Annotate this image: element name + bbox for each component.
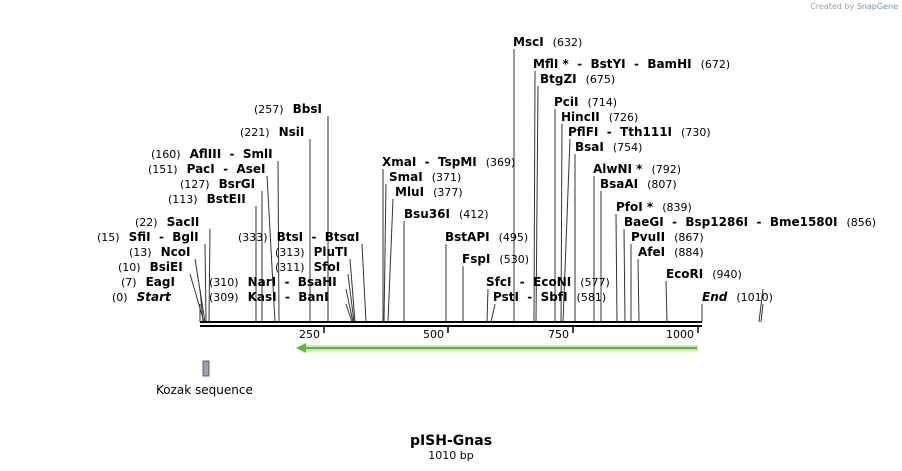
site-label-pflfi-tth111i: PflFI - Tth111I(730) xyxy=(568,125,711,139)
site-label-bsu36i: Bsu36I(412) xyxy=(404,207,489,221)
site-label-sfci-econi: SfcI - EcoNI(577) xyxy=(486,275,610,289)
tick-label: 750 xyxy=(548,328,569,341)
snapgene-credit: Created by SnapGene xyxy=(810,2,898,11)
site-label-bstapi: BstAPI(495) xyxy=(445,230,528,244)
plasmid-name: pISH-Gnas xyxy=(410,433,492,449)
site-label-fspi: FspI(530) xyxy=(462,252,529,266)
site-label-nsii: (221)NsiI xyxy=(240,125,304,139)
site-label-afei: AfeI(884) xyxy=(638,245,704,259)
site-label-baegi-bsp1286i-bme1580i: BaeGI - Bsp1286I - Bme1580I(856) xyxy=(624,215,876,229)
left-site-labels: (0)Start (7)EagI (10)BsiEI (13)NcoI (15)… xyxy=(97,102,360,304)
site-label-afliii-smli: (160)AflIII - SmlI xyxy=(151,147,273,161)
site-connectors xyxy=(189,49,764,323)
site-label-start: (0)Start xyxy=(112,290,172,304)
site-label-pcii: PciI(714) xyxy=(554,95,617,109)
site-label-hincii: HincII(726) xyxy=(561,110,638,124)
site-label-sacii: (22)SacII xyxy=(135,215,199,229)
site-label-mfli-bstyi-bamhi: MflI * - BstYI - BamHI(672) xyxy=(533,57,730,71)
tick-label: 250 xyxy=(299,328,320,341)
axis-ticks xyxy=(323,326,699,333)
site-label-end: End(1010) xyxy=(702,290,773,304)
tick-label: 1000 xyxy=(666,328,694,341)
site-label-sfoi: (311)SfoI xyxy=(275,260,340,274)
site-label-eagi: (7)EagI xyxy=(121,275,175,289)
site-label-bsrgi: (127)BsrGI xyxy=(180,177,255,191)
site-label-bsai: BsaI(754) xyxy=(575,140,642,154)
site-label-sfii-bgli: (15)SfiI - BglI xyxy=(97,230,199,244)
site-label-btsi-btsai: (333)BtsI - BtsαI xyxy=(238,230,360,244)
site-label-alwni: AlwNI *(792) xyxy=(593,162,681,176)
orf-arrow xyxy=(296,343,698,353)
site-label-ecori: EcoRI(940) xyxy=(666,267,742,281)
site-label-btgzi: BtgZI(675) xyxy=(540,72,615,86)
site-label-psti-sbfi: PstI - SbfI(581) xyxy=(493,290,606,304)
site-label-kasi-bani: (309)KasI - BanI xyxy=(209,290,329,304)
plasmid-length: 1010 bp xyxy=(428,449,473,462)
sequence-backbone xyxy=(200,321,702,327)
site-label-bsteii: (113)BstEII xyxy=(168,192,246,206)
site-label-paci-asei: (151)PacI - AseI xyxy=(148,162,265,176)
site-label-msci: MscI(632) xyxy=(513,35,582,49)
tick-label: 500 xyxy=(423,328,444,341)
site-label-pfoi: PfoI *(839) xyxy=(616,200,692,214)
kozak-feature-box xyxy=(202,360,210,377)
site-label-mlui: MluI(377) xyxy=(395,185,463,199)
snapgene-logo: SnapGene xyxy=(856,2,898,11)
right-site-labels: XmaI - TspMI(369) SmaI(371) MluI(377) Bs… xyxy=(382,35,876,304)
kozak-feature-label: Kozak sequence xyxy=(156,383,253,397)
site-label-pvuii: PvuII(867) xyxy=(631,230,704,244)
site-label-ncoi: (13)NcoI xyxy=(129,245,190,259)
site-label-smai: SmaI(371) xyxy=(389,170,461,184)
site-label-nari-bsahi: (310)NarI - BsaHI xyxy=(209,275,337,289)
site-label-bsaai: BsaAI(807) xyxy=(600,177,677,191)
site-label-xmai-tspmi: XmaI - TspMI(369) xyxy=(382,155,515,169)
site-label-pluti: (313)PluTI xyxy=(275,245,348,259)
site-label-bbsi: (257)BbsI xyxy=(254,102,322,116)
site-label-bsiei: (10)BsiEI xyxy=(118,260,183,274)
